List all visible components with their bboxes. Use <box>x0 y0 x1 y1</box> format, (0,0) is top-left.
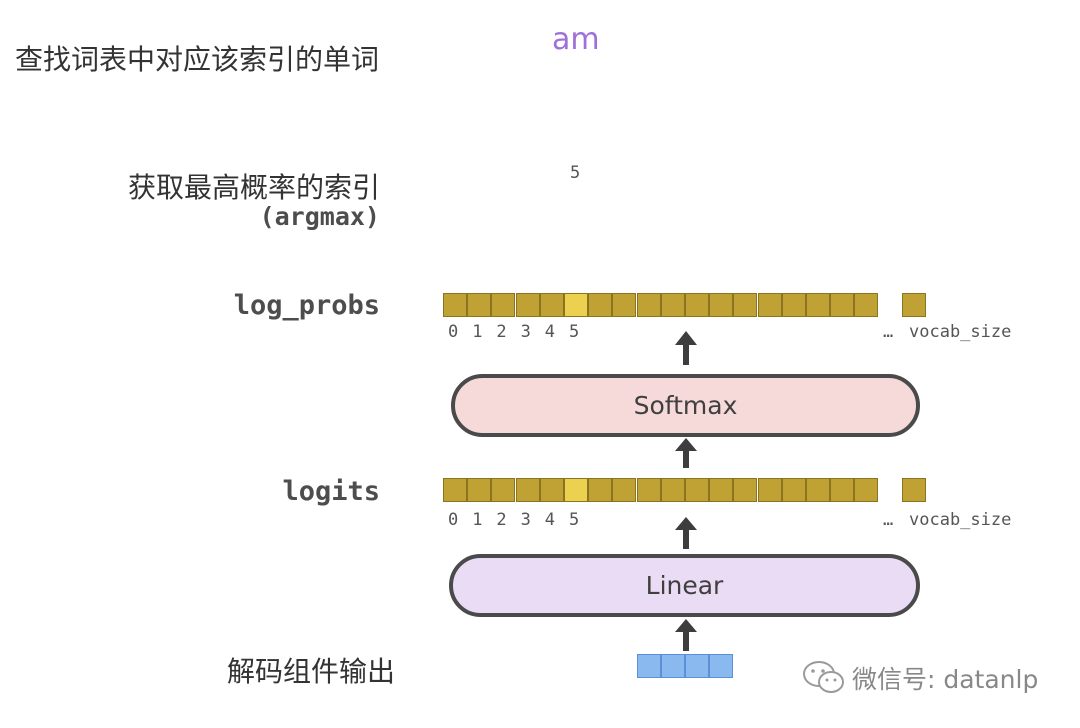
vector-cell <box>709 293 734 317</box>
argmax-label: 获取最高概率的索引 <box>127 171 380 204</box>
vector-cell-last <box>902 293 926 317</box>
vector-cell <box>467 478 492 502</box>
vector-cell <box>564 293 588 317</box>
vector-cell <box>515 478 540 502</box>
vector-cell <box>515 293 540 317</box>
vector-cell <box>636 293 661 317</box>
vector-cell <box>660 293 685 317</box>
vector-cell <box>443 478 467 502</box>
decoder-output-label: 解码组件输出 <box>226 655 395 688</box>
vector-cell <box>491 478 516 502</box>
decoder-cell <box>661 654 685 678</box>
vector-cell <box>539 478 564 502</box>
vector-cell <box>491 293 516 317</box>
vector-cell <box>443 293 467 317</box>
vector-cell <box>636 478 661 502</box>
vector-cell <box>830 293 855 317</box>
vector-cell <box>733 293 758 317</box>
tick-label: 0 <box>448 510 459 530</box>
decoder-cell <box>709 654 733 678</box>
vector-cell <box>854 293 879 317</box>
wechat-icon <box>803 661 844 693</box>
vector-cell <box>757 293 782 317</box>
softmax-layer: Softmax <box>451 374 920 437</box>
tick-vocab-size: vocab_size <box>909 510 1012 530</box>
argmax-index-value: 5 <box>570 163 581 183</box>
tick-label: 3 <box>520 322 531 342</box>
arrow-up-icon <box>675 619 697 651</box>
watermark-text: 微信号: datanlp <box>852 665 1039 694</box>
arrow-up-icon <box>675 517 697 549</box>
vector-cell <box>588 478 613 502</box>
lookup-word-label: 查找词表中对应该索引的单词 <box>15 43 380 76</box>
tick-label: 2 <box>496 322 507 342</box>
tick-label: 3 <box>520 510 531 530</box>
softmax-label: Softmax <box>633 391 738 420</box>
decoder-cell <box>685 654 709 678</box>
vector-cell <box>733 478 758 502</box>
vector-cell <box>467 293 492 317</box>
tick-label: 1 <box>472 510 483 530</box>
vector-cell <box>539 293 564 317</box>
tick-vocab-size: vocab_size <box>909 322 1012 342</box>
tick-label: 5 <box>569 322 580 342</box>
vector-cell <box>806 478 830 502</box>
arrow-up-icon <box>675 438 697 468</box>
vector-cell <box>685 478 709 502</box>
tick-label: 5 <box>569 510 580 530</box>
arrow-up-icon <box>675 331 697 365</box>
tick-label: 0 <box>448 322 459 342</box>
vector-cell <box>660 478 685 502</box>
vector-cell <box>757 478 782 502</box>
vector-cell <box>612 478 637 502</box>
log-probs-vector <box>443 293 933 319</box>
log-probs-label: log_probs <box>233 290 380 321</box>
decoder-cell <box>637 654 661 678</box>
vector-cell <box>685 293 709 317</box>
argmax-en-label: (argmax) <box>259 202 380 231</box>
tick-label: 1 <box>472 322 483 342</box>
decoder-output-vector <box>637 654 737 680</box>
logits-label: logits <box>282 476 380 507</box>
vector-cell <box>564 478 588 502</box>
tick-label: 4 <box>544 322 556 342</box>
linear-label: Linear <box>645 571 724 600</box>
logits-vector <box>443 478 933 504</box>
vector-cell <box>612 293 637 317</box>
vector-cell <box>588 293 613 317</box>
watermark: 微信号: datanlp <box>802 660 1038 696</box>
output-word: am <box>552 22 600 57</box>
tick-label: 4 <box>544 510 556 530</box>
tick-label: 2 <box>496 510 507 530</box>
vector-cell <box>854 478 879 502</box>
vector-cell <box>709 478 734 502</box>
tick-ellipsis: … <box>883 510 894 530</box>
vector-cell <box>781 293 806 317</box>
tick-ellipsis: … <box>883 322 894 342</box>
vector-cell-last <box>902 478 926 502</box>
vector-cell <box>806 293 830 317</box>
vector-cell <box>830 478 855 502</box>
linear-layer: Linear <box>449 554 920 617</box>
vector-cell <box>781 478 806 502</box>
